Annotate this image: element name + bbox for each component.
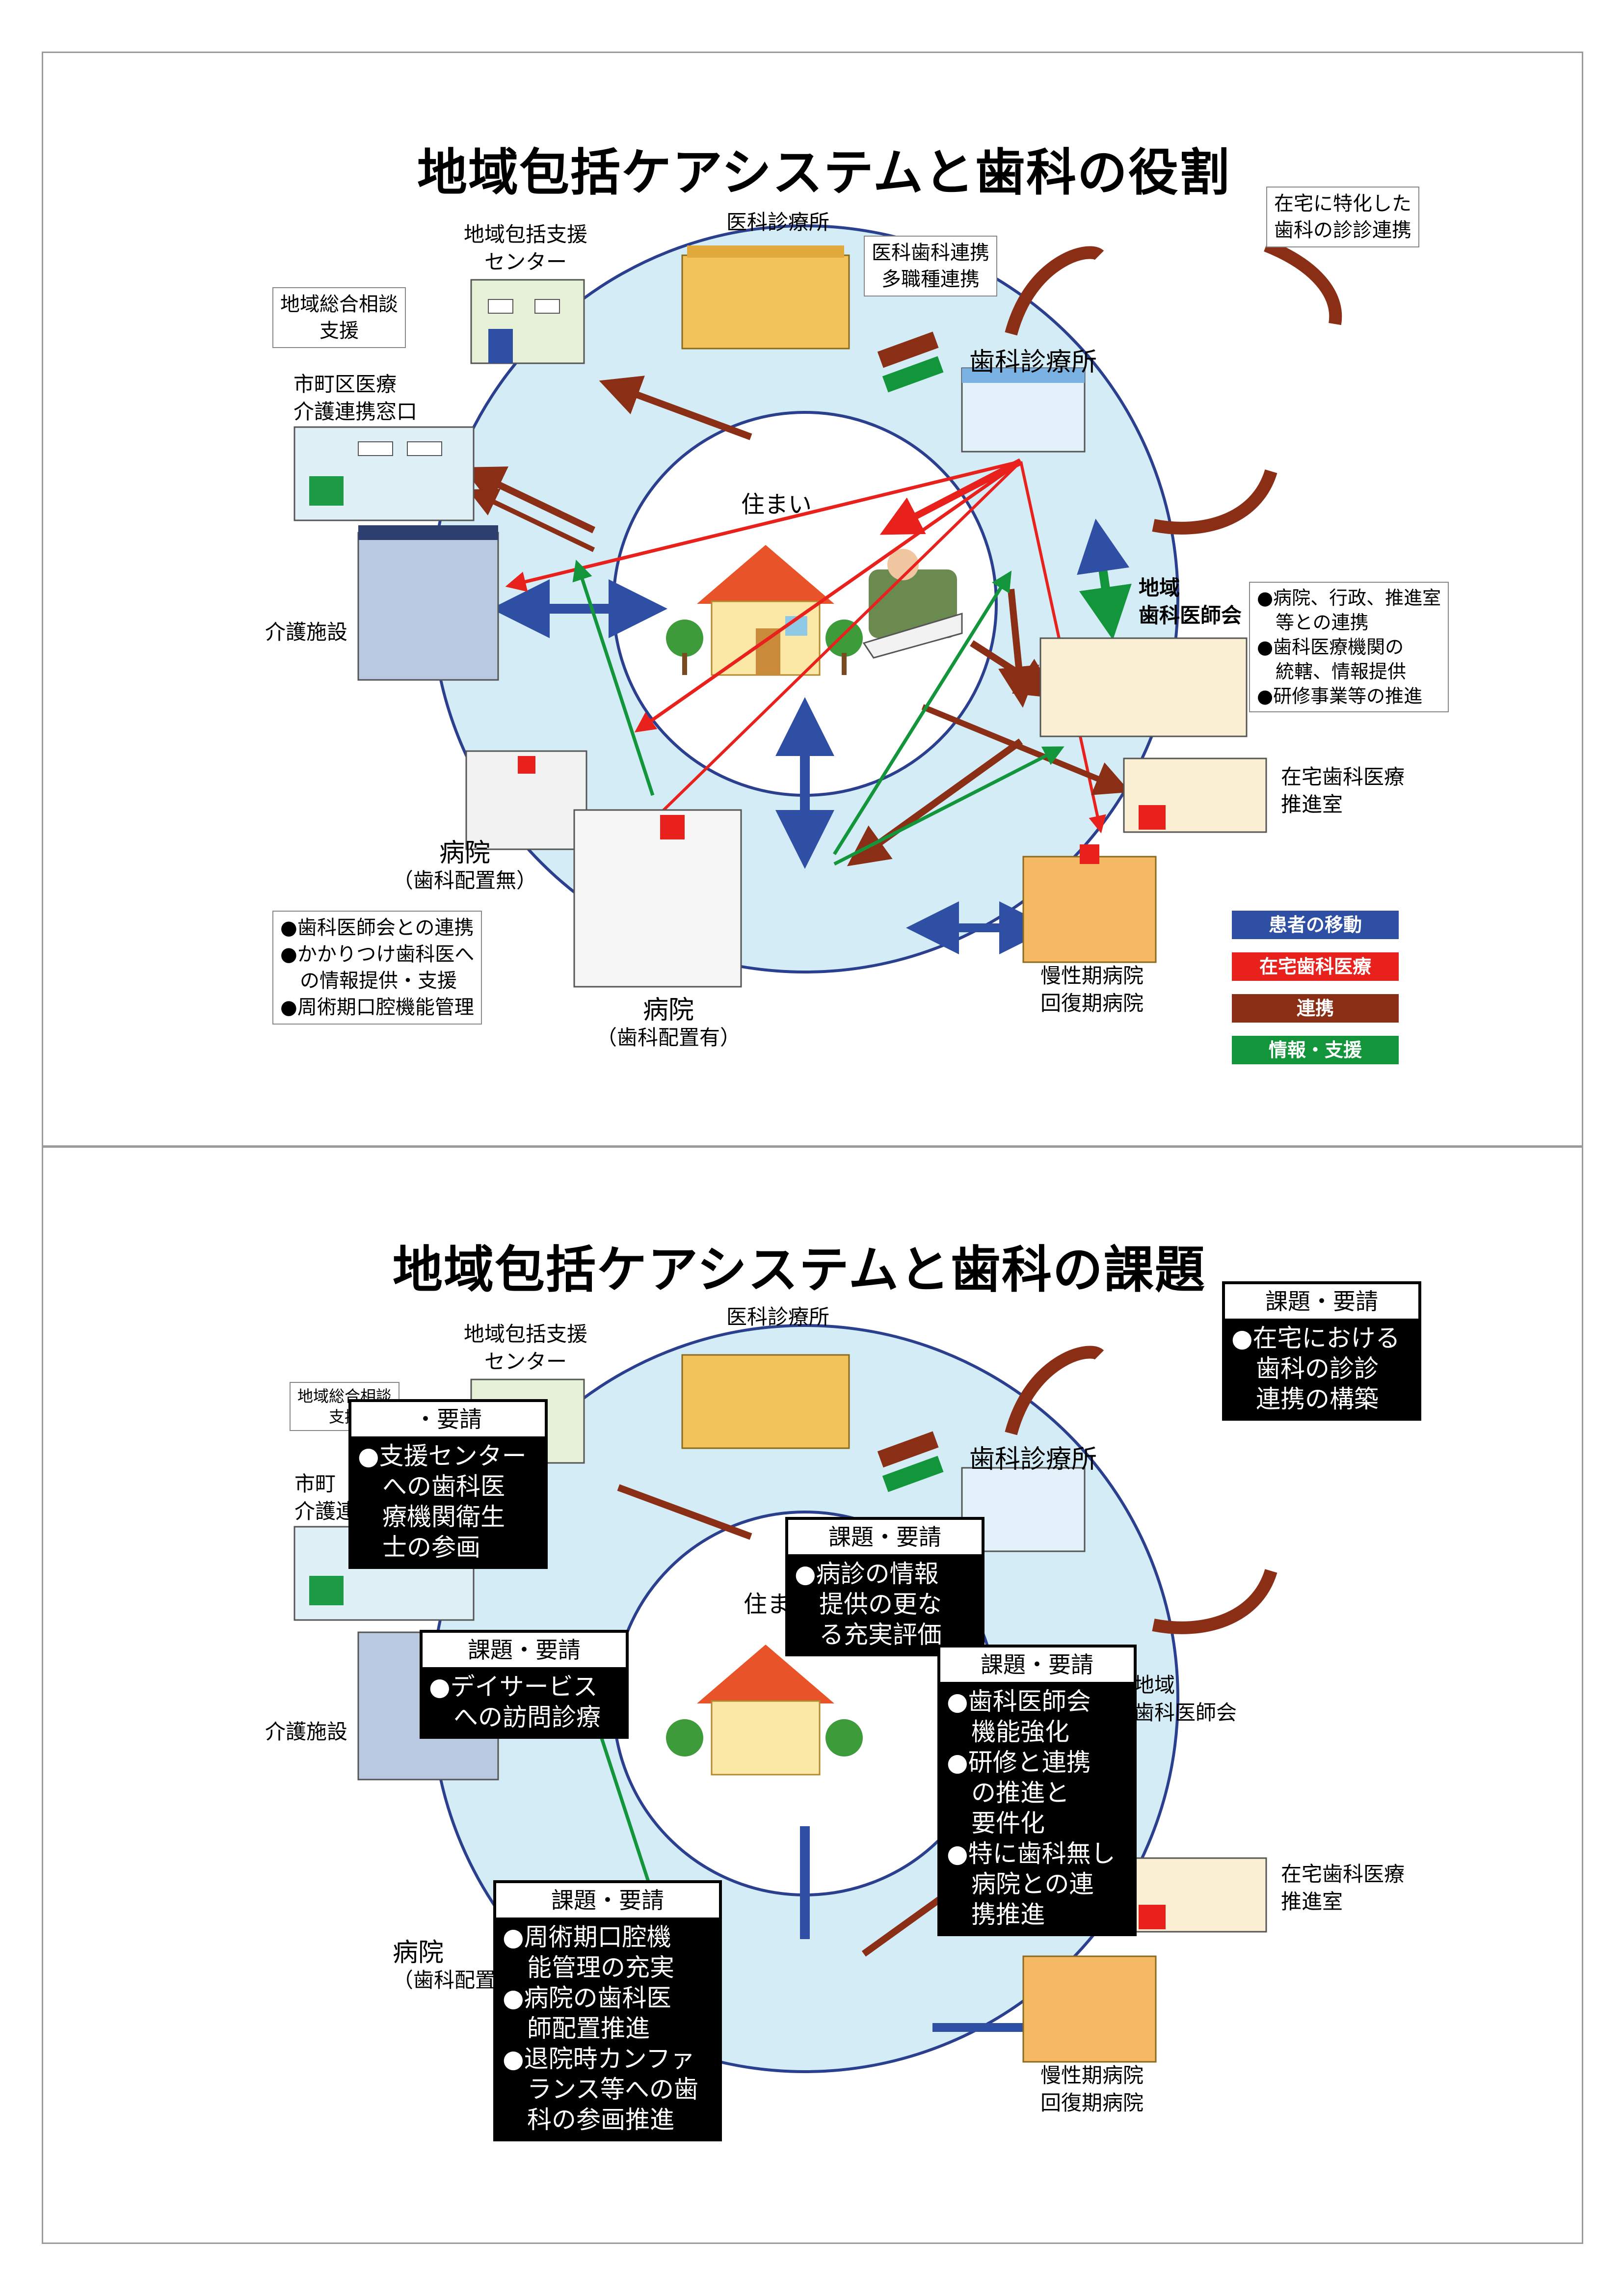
issue-clinic-info: 課題・要請 ●病診の情報 提供の更な る充実評価 (785, 1517, 984, 1656)
center-label-home-2: 住ま (744, 1591, 791, 1618)
legend-cooperation: 連携 (1232, 994, 1399, 1023)
chronic-hospital-label: 慢性期病院回復期病院 (1040, 964, 1144, 1015)
dental-assoc-notes-box: ●病院、行政、推進室 等との連携●歯科医療機関の 統轄、情報提供●研修事業等の推… (1249, 582, 1449, 712)
medical-clinic-label: 医科診療所 (726, 210, 830, 234)
dental-clinic-label: 歯科診療所 (969, 348, 1097, 377)
hospital-label-2: 病院（歯科配置 (393, 1938, 496, 1992)
legend-info-support: 情報・支援 (1232, 1036, 1399, 1064)
city-window-building-icon (293, 426, 475, 521)
page-title-issues: 地域包括ケアシステムと歯科の課題 (393, 1241, 1206, 1299)
dental-assoc-label: 地域歯科医師会 (1139, 576, 1242, 627)
connector-icon (877, 331, 944, 393)
issue-home-dental-link: 課題・要請 ●在宅における 歯科の診診 連携の構築 (1222, 1281, 1421, 1421)
dental-assoc-building-icon (1039, 637, 1248, 737)
support-center-label-2: 地域包括支援センター (464, 1322, 588, 1374)
legend-home-dental: 在宅歯科医療 (1232, 952, 1399, 981)
chronic-hospital-label-2: 慢性期病院回復期病院 (1040, 2063, 1144, 2115)
home-dental-office-building-icon (1123, 757, 1267, 833)
care-facility-label: 介護施設 (265, 620, 348, 644)
medical-clinic-building-icon (681, 245, 850, 350)
med-dental-link-box: 医科歯科連携多職種連携 (864, 236, 997, 297)
issue-day-service: 課題・要請 ●デイサービス への訪問診療 (420, 1630, 629, 1739)
home-dental-office-label: 在宅歯科医療推進室 (1281, 765, 1405, 816)
issue-dental-assoc: 課題・要請 ●歯科医師会 機能強化●研修と連携 の推進と 要件化●特に歯科無し … (937, 1645, 1137, 1936)
care-facility-label-2: 介護施設 (265, 1720, 348, 1744)
hospital-large-icon (573, 809, 742, 988)
issue-support-center: ・要請 ●支援センター への歯科医 療機関衛生 士の参画 (348, 1399, 548, 1569)
home-specialized-box: 在宅に特化した歯科の診診連携 (1266, 187, 1419, 247)
center-label-home: 住まい (741, 491, 812, 518)
support-center-label: 地域包括支援センター (464, 222, 588, 274)
hospital-with-dental-label: 病院（歯科配置有） (596, 996, 741, 1050)
care-facility-building-icon (357, 525, 499, 681)
hospital-notes-box: ●歯科医師会との連携●かかりつけ歯科医へ の情報提供・支援●周術期口腔機能管理 (272, 911, 482, 1025)
hospital-small-icon (465, 750, 587, 850)
page-title-roles: 地域包括ケアシステムと歯科の役割 (417, 144, 1230, 202)
issue-hospital: 課題・要請 ●周術期口腔機 能管理の充実●病院の歯科医 師配置推進●退院時カンフ… (493, 1880, 722, 2141)
city-window-label: 市町区医療介護連携窓口 (293, 372, 418, 424)
home-dental-office-label-2: 在宅歯科医療推進室 (1281, 1862, 1405, 1914)
city-window-label-2: 市町介護連 (294, 1472, 357, 1523)
dental-clinic-building-icon (961, 367, 1086, 453)
medical-clinic-label-2: 医科診療所 (726, 1305, 830, 1329)
chronic-hospital-building-icon (1022, 844, 1157, 963)
legend-patient-movement: 患者の移動 (1232, 911, 1399, 939)
hospital-no-dental-label: 病院（歯科配置無） (393, 838, 537, 892)
dental-assoc-label-2: 地域歯科医師会 (1134, 1673, 1237, 1725)
dental-clinic-label-2: 歯科診療所 (969, 1445, 1097, 1474)
consult-box: 地域総合相談支援 (272, 287, 406, 348)
support-center-building-icon (470, 279, 585, 364)
